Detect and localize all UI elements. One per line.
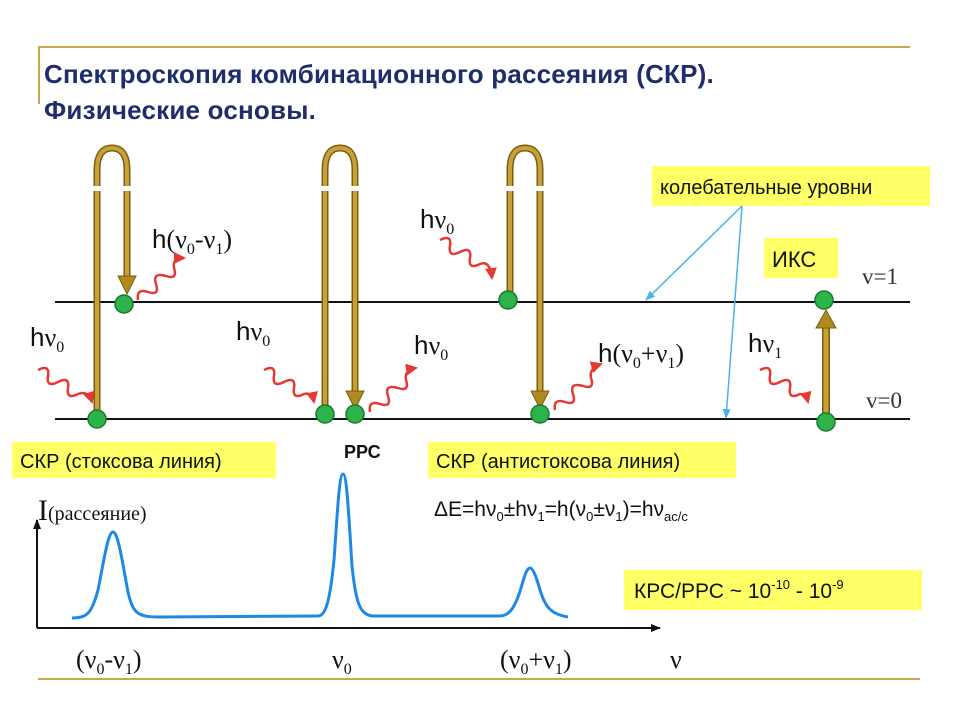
callout-ratio-bg	[624, 570, 922, 610]
photon-wave-rrs-out	[368, 363, 418, 413]
spectrum-tick-nu0-plus-nu1: (ν0+ν1)	[500, 645, 572, 678]
iks-dot-v0	[816, 412, 836, 432]
photon-wave-antistokes-in	[439, 236, 497, 280]
antistokes-arrowhead	[530, 390, 550, 411]
photon-label-hnu0-antistokes: hν0	[420, 204, 454, 238]
level-label-v1: v=1	[862, 264, 898, 289]
energy-formula: ΔE=hν0±hν1=h(ν0±ν1)=hνас/с	[434, 498, 688, 524]
frame-bottom-line	[38, 678, 920, 680]
photon-label-hnu0-rrs-out: hν0	[414, 330, 448, 364]
callout-stokes-bg	[12, 442, 276, 478]
rrs-dot-left	[315, 404, 335, 424]
stokes-arrowhead	[117, 275, 137, 296]
callout-iks-bg	[764, 238, 838, 278]
photon-wave-stokes-out	[136, 252, 186, 301]
photon-label-hnu1-iks: hν1	[748, 328, 782, 362]
label-rrs: РРС	[344, 442, 381, 462]
rrs-arrowhead	[345, 390, 365, 411]
callout-vib-levels: колебательные уровни	[660, 177, 872, 199]
antistokes-dot-v1	[498, 290, 518, 310]
photon-wave-antistokes-out	[553, 361, 603, 411]
callout-iks: ИКС	[772, 247, 816, 272]
photon-wave-stokes-in	[37, 366, 95, 404]
callout-vib-levels-bg	[652, 166, 930, 206]
frame-top-line	[38, 46, 910, 48]
spectrum-tick-nu0: ν0	[332, 645, 352, 678]
frame-left-line	[38, 46, 40, 104]
spectrum-x-label: ν	[670, 645, 682, 674]
antistokes-excitation-arrow	[506, 144, 544, 393]
photon-label-hnu0-stokes: hν0	[30, 322, 64, 356]
stokes-dot-v1	[114, 294, 134, 314]
rrs-gap	[316, 186, 360, 191]
rrs-dot-right	[345, 404, 365, 424]
photon-wave-rrs-in	[263, 366, 318, 404]
pointer-line-v0	[722, 205, 743, 419]
photon-wave-iks-in	[759, 366, 812, 404]
callout-ratio: КРС/РРС ~ 10-10 - 10-9	[634, 577, 844, 603]
title-line-1: Спектроскопия комбинационного рассеяния …	[44, 59, 714, 89]
stokes-dot-v0	[87, 409, 107, 429]
level-label-v0: v=0	[866, 388, 902, 413]
title-line-2: Физические основы.	[44, 95, 317, 125]
stokes-gap	[88, 186, 132, 191]
page-title: Спектроскопия комбинационного рассеяния …	[44, 56, 714, 128]
callout-stokes: СКР (стоксова линия)	[20, 451, 222, 473]
iks-arrowhead	[815, 308, 837, 329]
antistokes-dot-v0	[530, 404, 550, 424]
spectrum-y-label: I(рассеяние)	[38, 494, 147, 527]
callout-antistokes: СКР (антистоксова линия)	[436, 451, 680, 473]
iks-dot-v1	[814, 290, 834, 310]
spectrum-tick-nu0-minus-nu1: (ν0-ν1)	[76, 645, 142, 678]
callout-antistokes-bg	[428, 442, 736, 478]
antistokes-gap	[501, 186, 545, 191]
photon-label-hnu0-rrs-in: hν0	[236, 316, 270, 350]
photon-label-h-nu0-minus-nu1: h(ν0-ν1)	[152, 224, 232, 258]
spectrum-curve	[71, 472, 569, 620]
pointer-line-v1	[645, 205, 743, 301]
photon-label-h-nu0-plus-nu1: h(ν0+ν1)	[598, 338, 684, 372]
